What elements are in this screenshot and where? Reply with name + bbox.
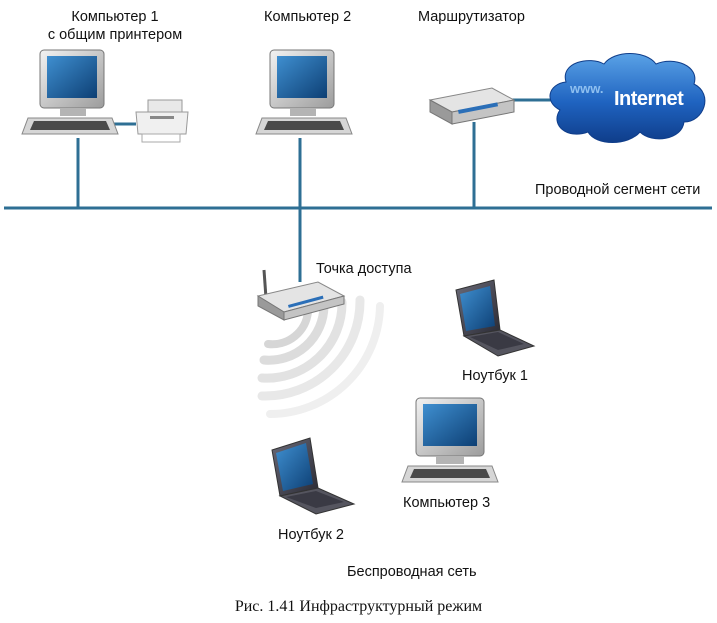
laptop2-label: Ноутбук 2 <box>278 527 344 543</box>
computer1-icon <box>21 49 119 135</box>
computer2-icon <box>255 49 353 135</box>
wired-segment-label: Проводной сегмент сети <box>535 182 701 198</box>
wired-cables <box>4 98 712 282</box>
internet-cloud-icon <box>549 53 706 143</box>
figure-caption: Рис. 1.41 Инфраструктурный режим <box>234 598 483 615</box>
router-icon <box>428 87 516 125</box>
wireless-waves <box>257 295 384 418</box>
computer1-label: Компьютер 1 с общим принтером <box>40 8 190 44</box>
internet-www-text: www. <box>570 81 604 96</box>
internet-text: Internet <box>614 88 684 110</box>
computer1-label-line1: Компьютер 1 <box>71 9 159 25</box>
printer-icon <box>135 99 189 143</box>
wireless-network-label: Беспроводная сеть <box>347 564 477 580</box>
computer2-label: Компьютер 2 <box>264 9 352 25</box>
laptop1-label: Ноутбук 1 <box>462 368 528 384</box>
computer3-label: Компьютер 3 <box>403 495 491 511</box>
laptop2-icon <box>271 437 356 515</box>
access-point-label: Точка доступа <box>316 261 412 277</box>
laptop1-icon <box>455 279 536 357</box>
router-label: Маршрутизатор <box>418 9 525 25</box>
access-point-icon <box>256 269 346 321</box>
computer3-icon <box>401 397 499 483</box>
computer1-label-line2: с общим принтером <box>47 27 183 43</box>
